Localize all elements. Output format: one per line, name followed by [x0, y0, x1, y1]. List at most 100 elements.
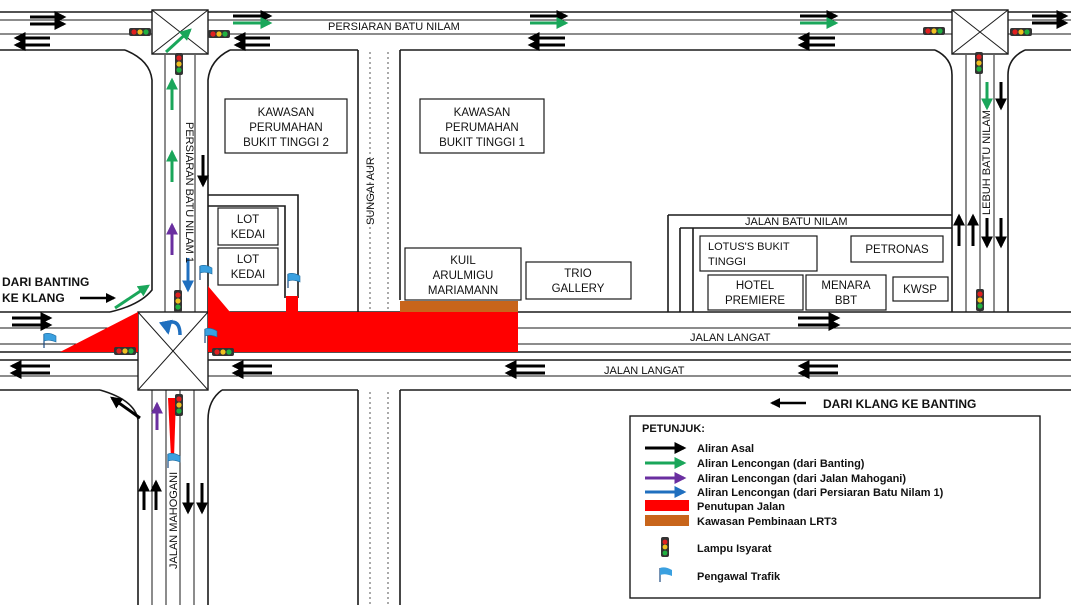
petronas-label: PETRONAS: [865, 244, 929, 256]
legend-label: Aliran Lencongan (dari Banting): [697, 458, 865, 470]
road-persiaran-batu-nilam-1: [109, 49, 231, 313]
legend-label: Kawasan Pembinaan LRT3: [697, 516, 837, 528]
junction-top-left: [151, 9, 209, 55]
traffic-signals: [114, 27, 1032, 416]
traffic-flow-arrows: [9, 10, 1069, 515]
menara-line1: MENARA: [821, 280, 871, 292]
bukit-tinggi-2-line1: KAWASAN: [258, 107, 315, 119]
legend-swatch: [645, 515, 689, 526]
kuil-line2: ARULMIGU: [433, 270, 494, 282]
legend-item: Lampu Isyarat: [661, 537, 772, 557]
junction-jalan-langat: [137, 311, 209, 391]
traffic-marshal-flag-icon: [43, 333, 57, 348]
kuil-line1: KUIL: [450, 255, 476, 267]
traffic-light-icon: [1010, 28, 1032, 36]
bukit-tinggi-1: KAWASAN PERUMAHAN BUKIT TINGGI 1: [419, 98, 545, 154]
label-jalan-langat-1: JALAN LANGAT: [690, 332, 771, 344]
legend-label: Penutupan Jalan: [697, 501, 785, 513]
legend-item: Aliran Lencongan (dari Persiaran Batu Ni…: [645, 486, 944, 499]
traffic-marshal-flag-icon: [199, 265, 213, 280]
road-lebuh-batu-nilam: [934, 49, 1026, 312]
flow-arrow-mahogani-turn-black: [110, 396, 141, 420]
lot-kedai-1-line1: LOT: [237, 214, 259, 226]
lotus-line2: TINGGI: [708, 256, 746, 268]
lotus-bukit-tinggi: LOTUS'S BUKIT TINGGI: [699, 235, 818, 272]
trio-line2: GALLERY: [552, 283, 605, 295]
legend-label: Aliran Lencongan (dari Jalan Mahogani): [697, 473, 906, 485]
lot-kedai-1-line2: KEDAI: [231, 229, 266, 241]
bukit-tinggi-2-line2: PERUMAHAN: [249, 122, 322, 134]
kuil-arulmigu: KUIL ARULMIGU MARIAMANN: [404, 247, 522, 301]
legend-item: Kawasan Pembinaan LRT3: [645, 515, 837, 528]
trio-line1: TRIO: [564, 268, 592, 280]
shop-lot-lane: [208, 194, 299, 298]
flow-arrow-banting-turn-green: [114, 284, 150, 310]
river-sungai-aur: [357, 50, 401, 605]
traffic-light-icon: [129, 28, 151, 36]
traffic-light-icon: [208, 30, 230, 38]
traffic-marshal-flag-icon: [204, 328, 218, 343]
hotel-line2: PREMIERE: [725, 295, 785, 307]
bukit-tinggi-2: KAWASAN PERUMAHAN BUKIT TINGGI 2: [224, 98, 348, 154]
label-persiaran-batu-nilam: PERSIARAN BATU NILAM: [328, 21, 460, 33]
u-turn-arrow: [158, 319, 182, 336]
legend-label: Pengawal Trafik: [697, 571, 781, 583]
traffic-light-icon: [212, 348, 234, 356]
lot-kedai-1: LOT KEDAI: [217, 207, 279, 246]
label-jalan-batu-nilam: JALAN BATU NILAM: [745, 216, 848, 228]
lrt3-construction-area: [400, 301, 518, 312]
traffic-marshals: [43, 265, 301, 468]
label-jalan-mahogani: JALAN MAHOGANI: [168, 472, 180, 569]
menara-bbt: MENARA BBT: [805, 274, 887, 311]
legend-flag-icon: [659, 567, 672, 582]
lot-kedai-2-line2: KEDAI: [231, 269, 266, 281]
bukit-tinggi-1-line2: PERUMAHAN: [445, 122, 518, 134]
traffic-light-icon: [975, 52, 983, 74]
traffic-light-icon: [174, 290, 182, 312]
traffic-marshal-flag-icon: [287, 273, 301, 288]
legend-item: Aliran Lencongan (dari Jalan Mahogani): [645, 472, 906, 485]
label-dari-banting-1: DARI BANTING: [2, 275, 89, 289]
legend-label: Aliran Lencongan (dari Persiaran Batu Ni…: [697, 487, 944, 499]
traffic-light-icon: [976, 289, 984, 311]
lot-kedai-2-line1: LOT: [237, 254, 259, 266]
legend-item: Aliran Lencongan (dari Banting): [645, 457, 865, 470]
traffic-marshal-flag-icon: [167, 453, 181, 468]
traffic-light-icon: [114, 347, 136, 355]
traffic-light-icon: [175, 53, 183, 75]
trio-gallery: TRIO GALLERY: [525, 261, 632, 300]
road-jalan-batu-nilam: [667, 214, 952, 312]
bukit-tinggi-1-line3: BUKIT TINGGI 1: [439, 137, 525, 149]
junction-top-right: [951, 9, 1009, 55]
legend-label: Aliran Asal: [697, 443, 754, 455]
label-dari-banting-2: KE KLANG: [2, 291, 65, 305]
label-persiaran-batu-nilam-1: PERSIARAN BATU NILAM 1: [183, 122, 195, 263]
legend-item: Pengawal Trafik: [659, 567, 781, 583]
kwsp: KWSP: [892, 276, 949, 302]
menara-line2: BBT: [835, 295, 857, 307]
bukit-tinggi-2-line3: BUKIT TINGGI 2: [243, 137, 329, 149]
label-sungai-aur: SUNGAI AUR: [365, 157, 377, 225]
flow-arrow-turn-green-top: [164, 28, 192, 54]
hotel-premiere: HOTEL PREMIERE: [707, 274, 804, 311]
legend-item: Penutupan Jalan: [645, 500, 785, 513]
legend-label: Lampu Isyarat: [697, 543, 772, 555]
label-dari-klang: DARI KLANG KE BANTING: [823, 397, 976, 411]
kwsp-label: KWSP: [903, 284, 937, 296]
legend-title: PETUNJUK:: [642, 423, 705, 435]
kuil-line3: MARIAMANN: [428, 285, 498, 297]
lotus-line1: LOTUS'S BUKIT: [708, 241, 790, 253]
traffic-light-icon: [923, 27, 945, 35]
traffic-light-icon: [175, 394, 183, 416]
legend-traffic-light-icon: [661, 537, 669, 557]
label-jalan-langat-2: JALAN LANGAT: [604, 365, 685, 377]
road-closure: [60, 286, 518, 458]
legend-swatch: [645, 500, 689, 511]
label-lebuh-batu-nilam: LEBUH BATU NILAM: [981, 110, 993, 215]
road-jalan-mahogani: [99, 389, 223, 605]
bukit-tinggi-1-line1: KAWASAN: [454, 107, 511, 119]
petronas: PETRONAS: [850, 235, 944, 263]
hotel-line1: HOTEL: [736, 280, 775, 292]
